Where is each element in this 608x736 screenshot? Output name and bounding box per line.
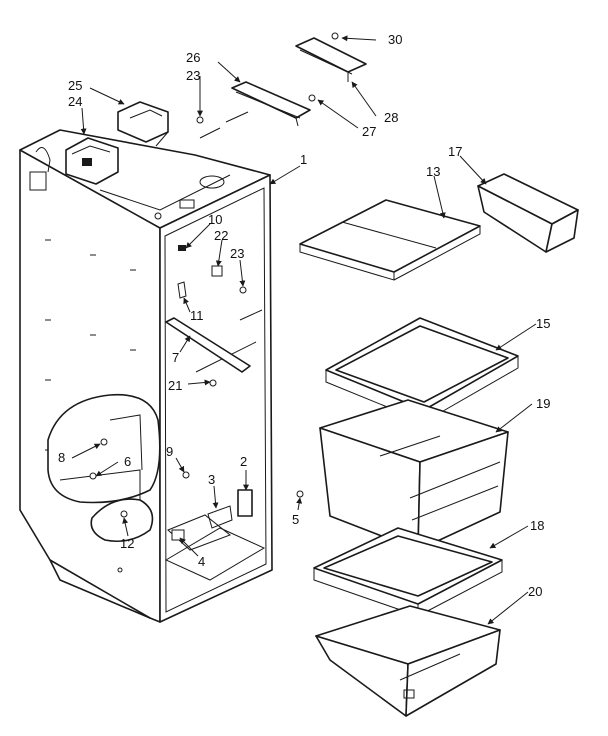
callout-27: 27 xyxy=(362,124,376,139)
pan-cover xyxy=(313,527,503,617)
callout-23-top: 23 xyxy=(186,68,200,83)
callout-21: 21 xyxy=(168,378,182,393)
callout-9: 9 xyxy=(166,444,173,459)
insulation-cutaway xyxy=(47,393,161,543)
leader-lines xyxy=(71,35,537,625)
callout-8: 8 xyxy=(58,450,65,465)
callout-1: 1 xyxy=(300,152,307,167)
callout-22: 22 xyxy=(214,228,228,243)
callout-4: 4 xyxy=(198,554,205,569)
callout-12: 12 xyxy=(120,536,134,551)
crisper-drawer xyxy=(319,399,509,551)
callout-3: 3 xyxy=(208,472,215,487)
callout-15: 15 xyxy=(536,316,550,331)
callout-13: 13 xyxy=(426,164,440,179)
callout-7: 7 xyxy=(172,350,179,365)
light-bracket xyxy=(199,32,367,139)
cabinet-liner xyxy=(19,129,273,623)
callout-30: 30 xyxy=(388,32,402,47)
screws xyxy=(89,94,316,518)
callout-24: 24 xyxy=(68,94,82,109)
control-housing xyxy=(65,101,169,185)
callout-28: 28 xyxy=(384,110,398,125)
callout-5: 5 xyxy=(292,512,299,527)
callout-20: 20 xyxy=(528,584,542,599)
wire-shelf xyxy=(299,199,481,281)
shelf-rail xyxy=(165,317,251,373)
callout-23-mid: 23 xyxy=(230,246,244,261)
meat-pan xyxy=(315,605,501,717)
callout-10: 10 xyxy=(208,212,222,227)
callout-labels: 30 26 23 25 24 28 27 1 17 13 10 22 23 11… xyxy=(58,32,550,599)
callout-18: 18 xyxy=(530,518,544,533)
door-bin xyxy=(477,173,579,253)
callout-11: 11 xyxy=(190,308,204,323)
callout-17: 17 xyxy=(448,144,462,159)
callout-25: 25 xyxy=(68,78,82,93)
crisper-cover xyxy=(325,317,519,423)
callout-19: 19 xyxy=(536,396,550,411)
callout-6: 6 xyxy=(124,454,131,469)
callout-26: 26 xyxy=(186,50,200,65)
small-hardware xyxy=(171,245,253,541)
callout-2: 2 xyxy=(240,454,247,469)
